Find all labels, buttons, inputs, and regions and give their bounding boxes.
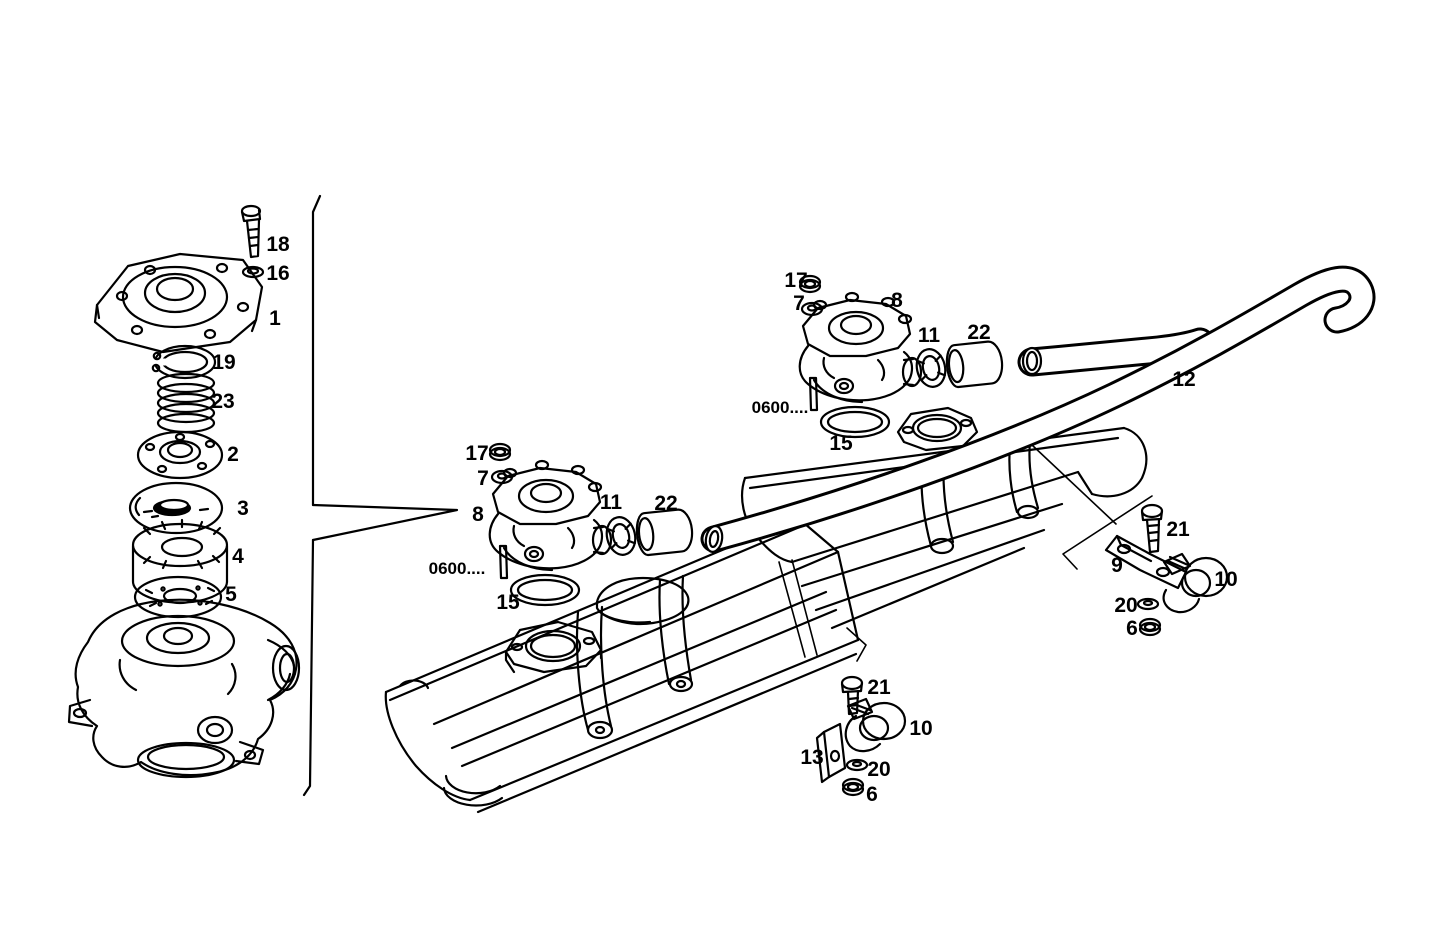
pipe-branch-opening xyxy=(1021,346,1043,376)
snap-ring xyxy=(146,344,217,380)
callout-4: 4 xyxy=(232,545,244,568)
callout-20-right: 20 xyxy=(1114,594,1137,617)
callout-21-bottom: 21 xyxy=(867,676,891,699)
pipe-clamp xyxy=(1162,552,1229,614)
callout-15-center: 15 xyxy=(496,591,520,614)
callout-6-right: 6 xyxy=(1126,617,1138,640)
water-pump-housing xyxy=(67,598,301,779)
cover-strap-rib xyxy=(658,574,694,693)
callout-13: 13 xyxy=(800,746,823,769)
callout-0600-center: 0600.... xyxy=(429,559,486,578)
callout-18: 18 xyxy=(266,233,290,256)
pipe-clamp xyxy=(844,697,907,753)
callout-7-right: 7 xyxy=(793,292,805,315)
callout-5: 5 xyxy=(225,583,237,606)
coolant-pipe xyxy=(700,265,1376,553)
spring-seat-plate xyxy=(136,430,224,480)
callout-2: 2 xyxy=(227,443,239,466)
callout-22-center: 22 xyxy=(654,492,677,515)
callout-17-right: 17 xyxy=(784,269,807,292)
callout-1: 1 xyxy=(269,307,281,330)
nut-icon xyxy=(841,777,865,797)
callout-11-right: 11 xyxy=(918,324,941,347)
callout-10-right: 10 xyxy=(1214,568,1237,591)
port-flange xyxy=(896,406,979,452)
valve-disc xyxy=(128,481,224,535)
pipe-open-end xyxy=(704,525,724,553)
spring xyxy=(156,372,216,434)
angle-bracket xyxy=(815,722,847,784)
leader-lines xyxy=(778,444,1153,662)
clamp-cluster-right xyxy=(1104,503,1229,637)
cover-plate xyxy=(93,252,264,354)
callout-22-right: 22 xyxy=(967,321,990,344)
callout-6-bottom: 6 xyxy=(866,783,878,806)
callout-8-right: 8 xyxy=(891,289,903,312)
washer-icon xyxy=(845,758,869,772)
washer-icon xyxy=(1136,597,1160,611)
callout-10-bottom: 10 xyxy=(909,717,932,740)
callout-16: 16 xyxy=(266,262,289,285)
head-cover-rear xyxy=(741,406,1148,630)
callout-23: 23 xyxy=(211,390,234,413)
callout-17-center: 17 xyxy=(465,442,488,465)
callout-11-center: 11 xyxy=(600,491,623,514)
callout-7-center: 7 xyxy=(477,467,489,490)
callout-15-right: 15 xyxy=(829,432,853,455)
callout-3: 3 xyxy=(237,497,249,520)
cover-strap-rib xyxy=(575,605,614,740)
thermostat-stack xyxy=(67,204,301,779)
callout-0600-right: 0600.... xyxy=(752,398,809,417)
bolt xyxy=(240,204,262,259)
group-bracket xyxy=(302,194,459,797)
callout-21-right: 21 xyxy=(1166,518,1190,541)
bracket-arrow xyxy=(311,503,459,542)
bolt xyxy=(1140,503,1164,554)
blank-plate xyxy=(595,576,690,625)
callout-20-bottom: 20 xyxy=(867,758,890,781)
port-flange xyxy=(504,620,603,674)
callout-12: 12 xyxy=(1172,368,1195,391)
clamp-cluster-bottom xyxy=(815,675,907,797)
nut-icon xyxy=(1138,617,1162,637)
callout-19: 19 xyxy=(212,351,235,374)
callout-9: 9 xyxy=(1111,554,1123,577)
callout-8-center: 8 xyxy=(472,503,484,526)
